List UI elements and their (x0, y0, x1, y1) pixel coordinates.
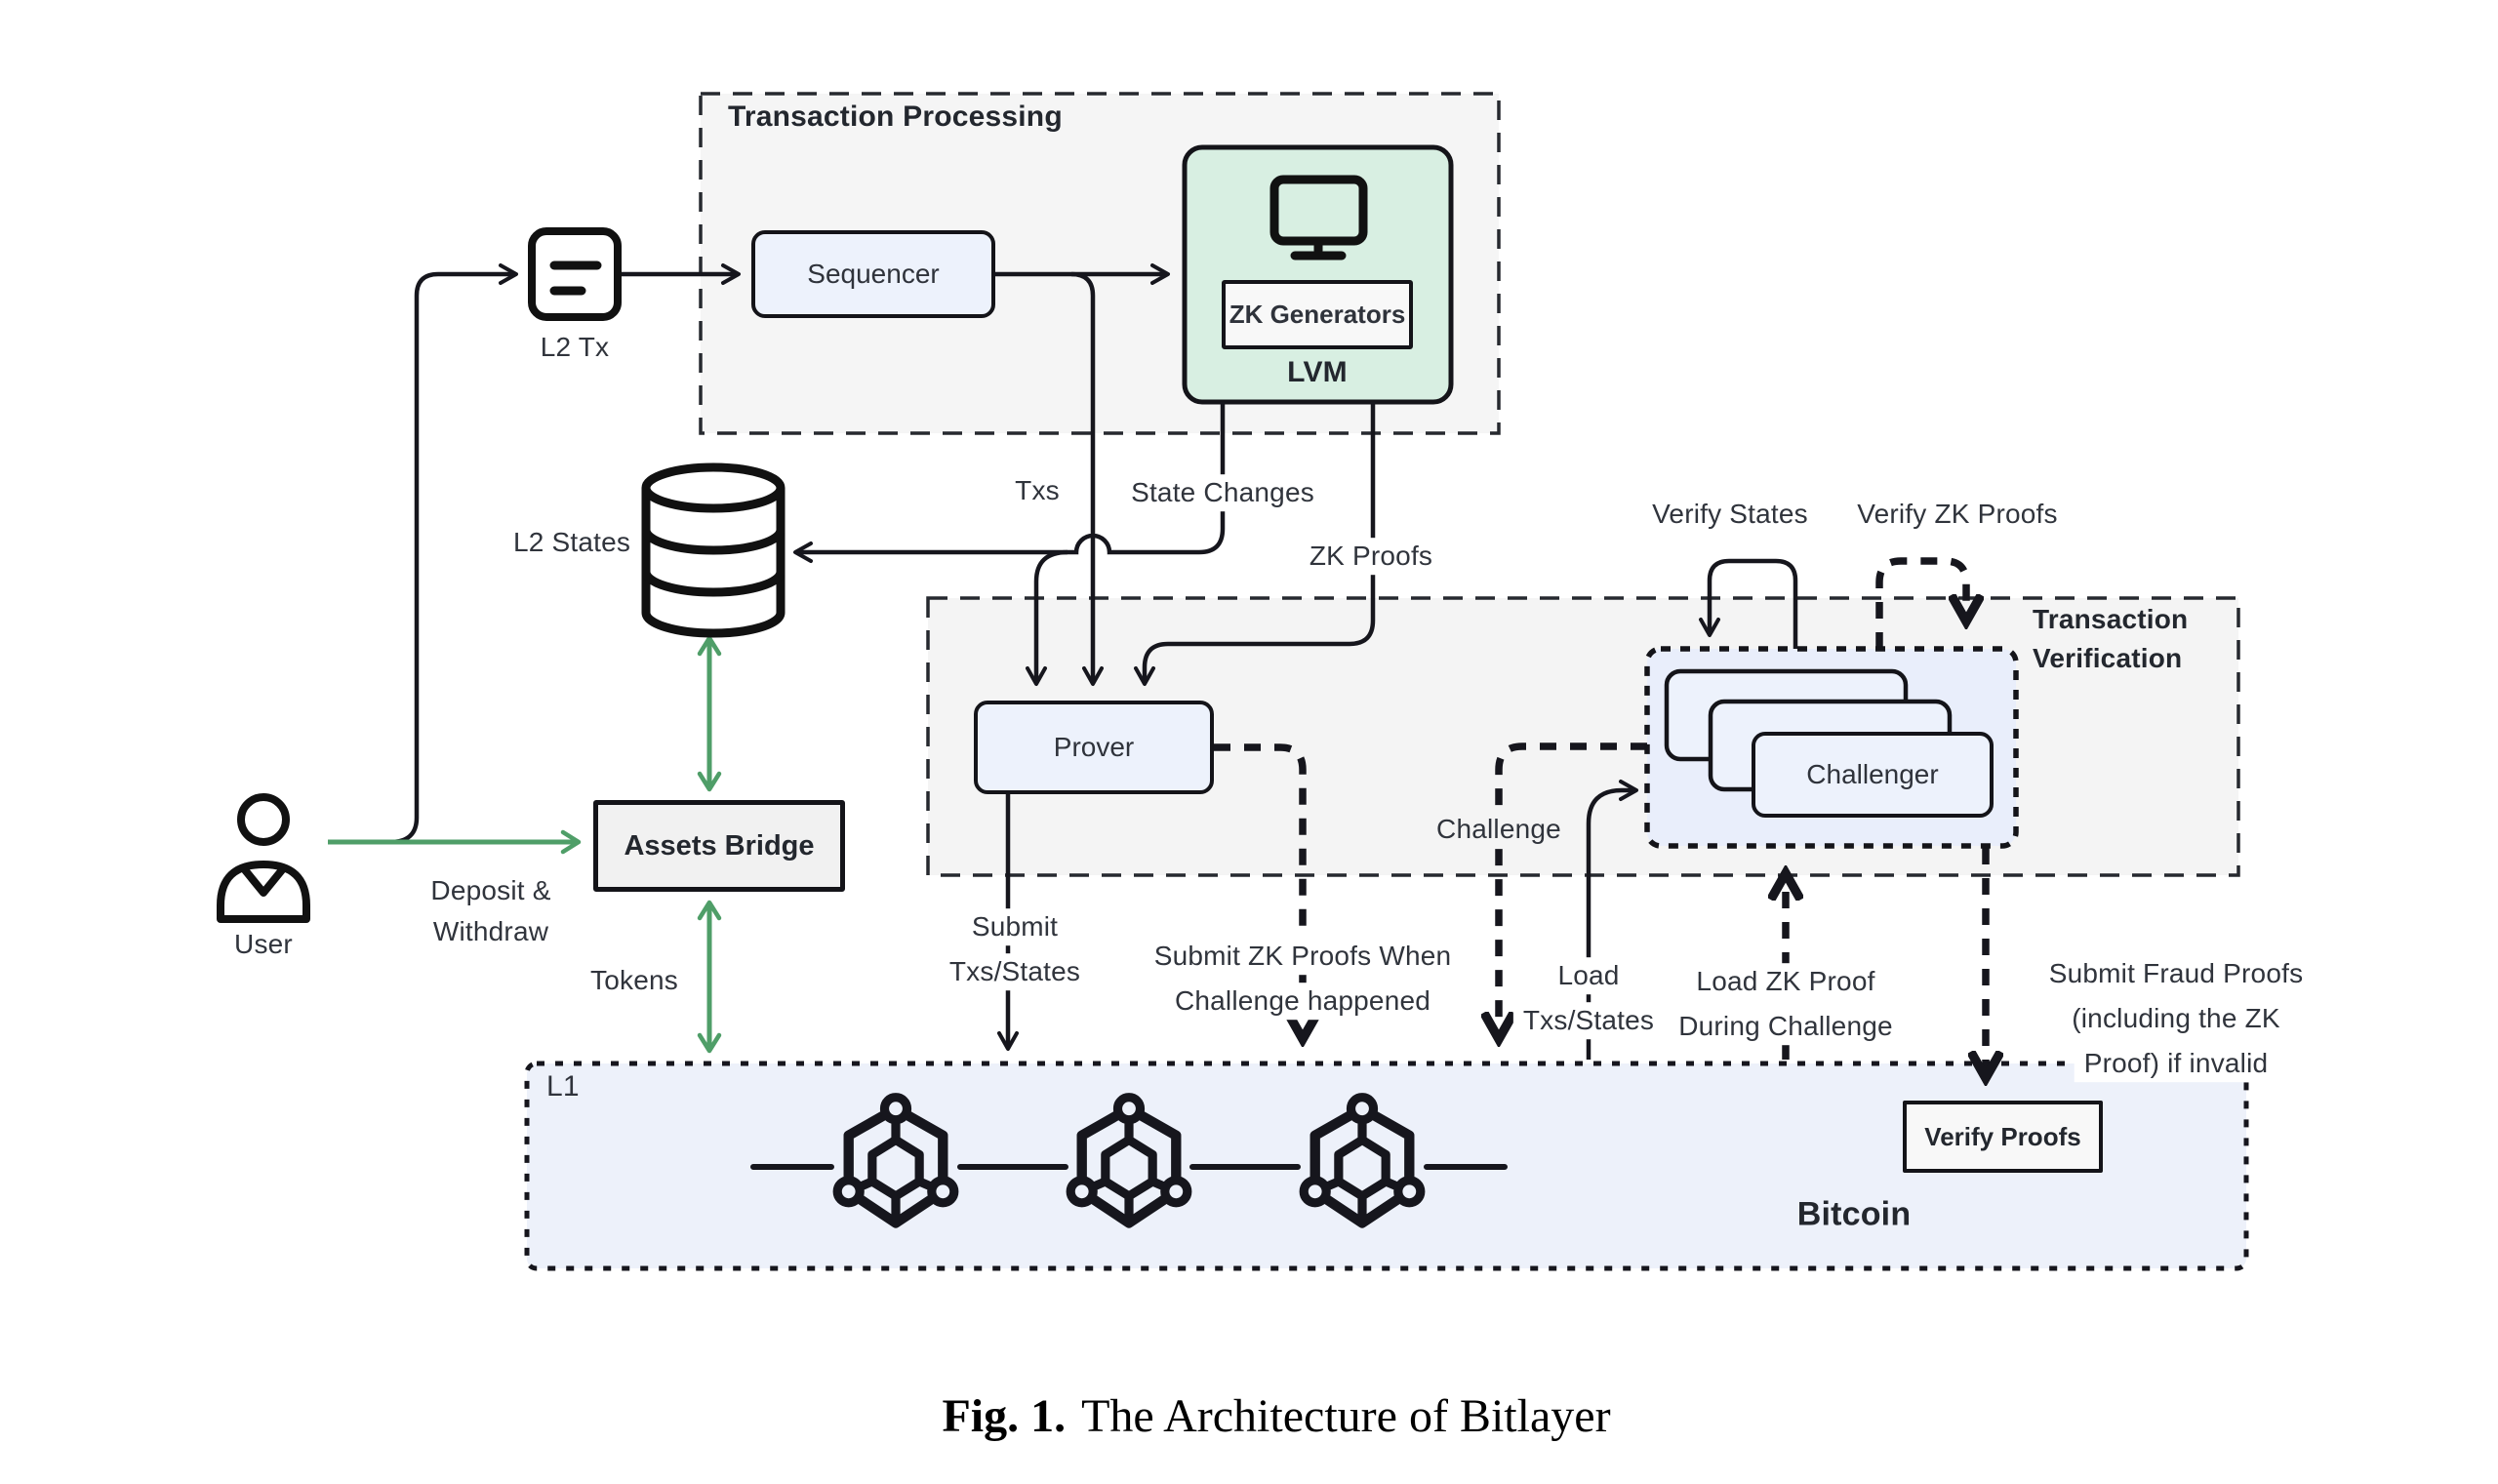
load-txs-states-label-line2: Txs/States (1512, 1002, 1665, 1039)
submit-fraud-proofs-label-line3: Proof) if invalid (2074, 1045, 2278, 1082)
sequencer-box: Sequencer (751, 230, 995, 318)
submit-zk-proofs-label-line2: Challenge happened (1164, 983, 1441, 1020)
zk-generators-label: ZK Generators (1229, 300, 1406, 329)
txs-label: Txs (1015, 475, 1060, 506)
verify-proofs-box: Verify Proofs (1903, 1101, 2103, 1173)
deposit-withdraw-label-line1: Deposit & (430, 875, 551, 906)
transaction-verification-title-line1: Transaction (2033, 604, 2189, 634)
transaction-verification-title-line2: Verification (2033, 643, 2183, 673)
load-txs-states-line (1586, 780, 1638, 1060)
submit-zk-proofs-line (1214, 743, 1303, 1032)
monitor-icon (1269, 175, 1368, 261)
submit-txs-states-label-line1: Submit (961, 908, 1068, 945)
prover-label: Prover (1053, 732, 1135, 762)
verify-proofs-label: Verify Proofs (1924, 1121, 2081, 1151)
zk-generators-box: ZK Generators (1222, 280, 1413, 349)
state-changes-label: State Changes (1121, 474, 1324, 511)
challenge-label: Challenge (1429, 811, 1569, 848)
prover-box: Prover (974, 701, 1214, 794)
tokens-label: Tokens (590, 965, 678, 996)
load-zk-proof-label-line1: Load ZK Proof (1686, 963, 1885, 1000)
zk-proofs-line (1134, 402, 1376, 686)
document-icon (528, 227, 622, 321)
submit-fraud-proofs-label-line2: (including the ZK (2062, 1000, 2290, 1037)
sequencer-label: Sequencer (807, 259, 940, 289)
lvm-label: LVM (1287, 356, 1348, 388)
load-zk-proof-label-line2: During Challenge (1669, 1008, 1903, 1045)
txs-line (1070, 271, 1104, 686)
assets-bridge-box: Assets Bridge (593, 800, 845, 892)
load-txs-states-label-line1: Load (1548, 957, 1630, 994)
verify-zk-proofs-label: Verify ZK Proofs (1857, 499, 2058, 530)
deposit-withdraw-label-line2: Withdraw (432, 916, 549, 947)
bitcoin-label: Bitcoin (1796, 1195, 1912, 1233)
user-to-l2tx-line (389, 263, 518, 845)
user-label: User (234, 929, 293, 960)
assets-bridge-label: Assets Bridge (624, 829, 815, 862)
challenger-label: Challenger (1806, 759, 1939, 789)
figure-caption: Fig. 1. The Architecture of Bitlayer (942, 1389, 1610, 1443)
transaction-processing-title: Transaction Processing (728, 100, 1063, 133)
state-changes-to-prover-line (1026, 549, 1068, 686)
zk-proofs-label: ZK Proofs (1299, 538, 1443, 575)
verify-states-label: Verify States (1652, 499, 1808, 530)
verify-states-loop (1699, 558, 1798, 649)
state-changes-line (793, 402, 1226, 563)
submit-fraud-proofs-label-line1: Submit Fraud Proofs (2038, 955, 2314, 992)
l2-states-label: L2 States (512, 527, 631, 558)
user-icon (217, 793, 310, 923)
challenger-box: Challenger (1752, 732, 1994, 818)
l2-tx-label: L2 Tx (540, 332, 610, 363)
submit-zk-proofs-label-line1: Submit ZK Proofs When (1144, 938, 1462, 975)
database-icon (641, 462, 786, 638)
l1-label: L1 (546, 1070, 580, 1103)
figure-caption-number: Fig. 1. (942, 1390, 1067, 1442)
verify-zk-proofs-loop (1875, 557, 1966, 649)
challenge-line (1499, 742, 1647, 1032)
figure-caption-title: The Architecture of Bitlayer (1081, 1390, 1611, 1442)
submit-txs-states-label-line2: Txs/States (939, 953, 1091, 990)
